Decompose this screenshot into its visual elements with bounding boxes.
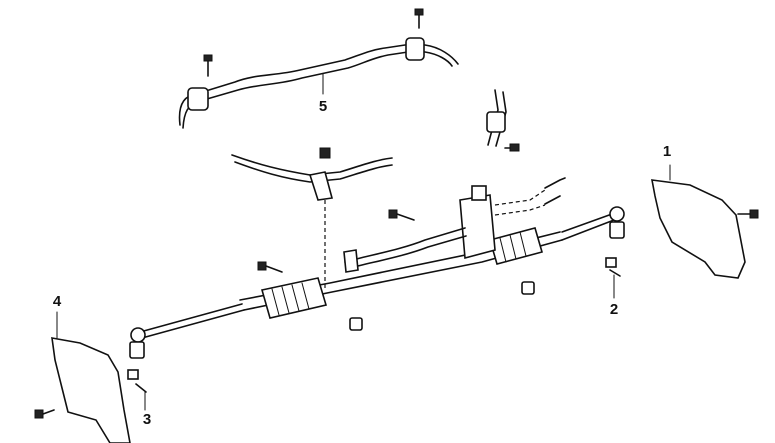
tie-rod-left (129, 303, 245, 359)
bolt-icon (414, 8, 424, 29)
rack-boot-left (260, 277, 328, 319)
bolt-icon (257, 261, 283, 273)
pressure-hose-bracket (231, 147, 393, 290)
callout-label: 5 (319, 98, 327, 115)
bolt-icon (737, 209, 759, 219)
pinion-valve-housing (459, 194, 496, 260)
heat-shield-right (651, 179, 746, 279)
nut-icon (521, 281, 535, 295)
cotter-pin-icon (605, 257, 621, 277)
bolt-icon (388, 209, 415, 221)
bolt-icon (504, 143, 520, 152)
stabilizer-bushing-right (405, 37, 425, 61)
steering-shaft (486, 89, 520, 152)
cotter-pin-icon (127, 369, 147, 393)
heat-shield-left (51, 337, 131, 443)
tie-rod-right (561, 206, 625, 241)
callout-label: 4 (53, 293, 62, 310)
stabilizer-bushing-left (187, 87, 209, 111)
bolt-icon (203, 54, 213, 77)
steering-rack-assembly (239, 177, 566, 319)
nut-icon (349, 317, 363, 331)
callout-label: 1 (663, 143, 671, 160)
bolt-icon (34, 409, 55, 419)
stabilizer-bar (178, 8, 459, 129)
callout-label: 2 (610, 301, 618, 318)
callout-label: 3 (143, 411, 151, 428)
